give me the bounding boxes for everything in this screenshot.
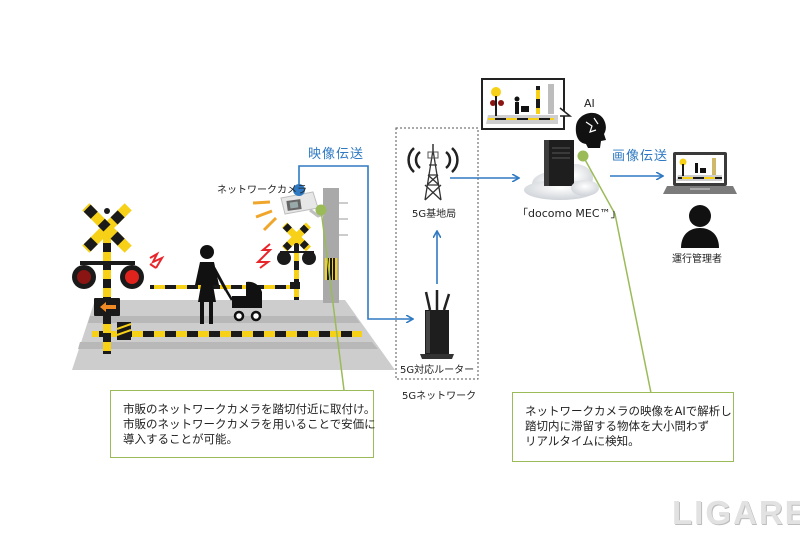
camera-note-line: 市販のネットワークカメラを踏切付近に取付け。 <box>123 402 376 416</box>
ai-note-line: ネットワークカメラの映像をAIで解析し <box>525 404 732 418</box>
callout-line-left <box>320 209 346 399</box>
road-band <box>78 342 378 349</box>
camera-note-line: 導入することが可能。 <box>123 432 238 446</box>
5g-network-boundary <box>395 127 479 380</box>
5g-base-station-icon <box>407 144 459 201</box>
pedestrian-with-stroller-icon <box>195 245 262 324</box>
crossing-signal-left <box>72 203 144 354</box>
ai-detection-thumbnail <box>481 78 573 130</box>
ai-label: AI <box>584 97 595 110</box>
alarm-spark-icon <box>149 251 165 269</box>
laptop-icon <box>663 152 737 194</box>
ai-head-icon <box>575 112 606 148</box>
ai-note-line: リアルタイムに検知。 <box>525 434 640 448</box>
crossing-signal-right <box>277 222 316 300</box>
alarm-spark-icon <box>255 243 273 269</box>
road-band <box>88 316 360 323</box>
ligare-watermark: LIGARE <box>672 494 800 531</box>
ai-note: ネットワークカメラの映像をAIで解析し 踏切内に滞留する物体を大小問わず リアル… <box>512 392 734 462</box>
railroad-crossing-scene <box>72 184 395 370</box>
operator-person-icon <box>681 205 719 248</box>
crossing-barrier-near <box>92 331 362 337</box>
operator-label: 運行管理者 <box>672 254 722 265</box>
network-camera-label: ネットワークカメラ <box>217 185 307 196</box>
ai-note-line: 踏切内に滞留する物体を大小問わず <box>525 419 709 433</box>
callout-line-right <box>582 155 653 399</box>
video-transmission-label: 映像伝送 <box>308 147 365 162</box>
mec-server-cloud-icon <box>524 140 599 200</box>
5g-router-icon <box>420 290 454 359</box>
image-transmission-label: 画像伝送 <box>612 149 669 164</box>
network-camera-icon <box>252 191 325 232</box>
docomo-mec-label: 「docomo MEC™」 <box>517 207 622 220</box>
base-station-label: 5G基地局 <box>412 209 457 220</box>
video-flow-arrow <box>298 165 412 319</box>
5g-network-label: 5Gネットワーク <box>402 391 477 402</box>
router-label: 5G対応ルーター <box>400 365 475 376</box>
camera-note: 市販のネットワークカメラを踏切付近に取付け。 市販のネットワークカメラを用いるこ… <box>110 390 376 458</box>
camera-note-line: 市販のネットワークカメラを用いることで安価に <box>123 417 376 431</box>
